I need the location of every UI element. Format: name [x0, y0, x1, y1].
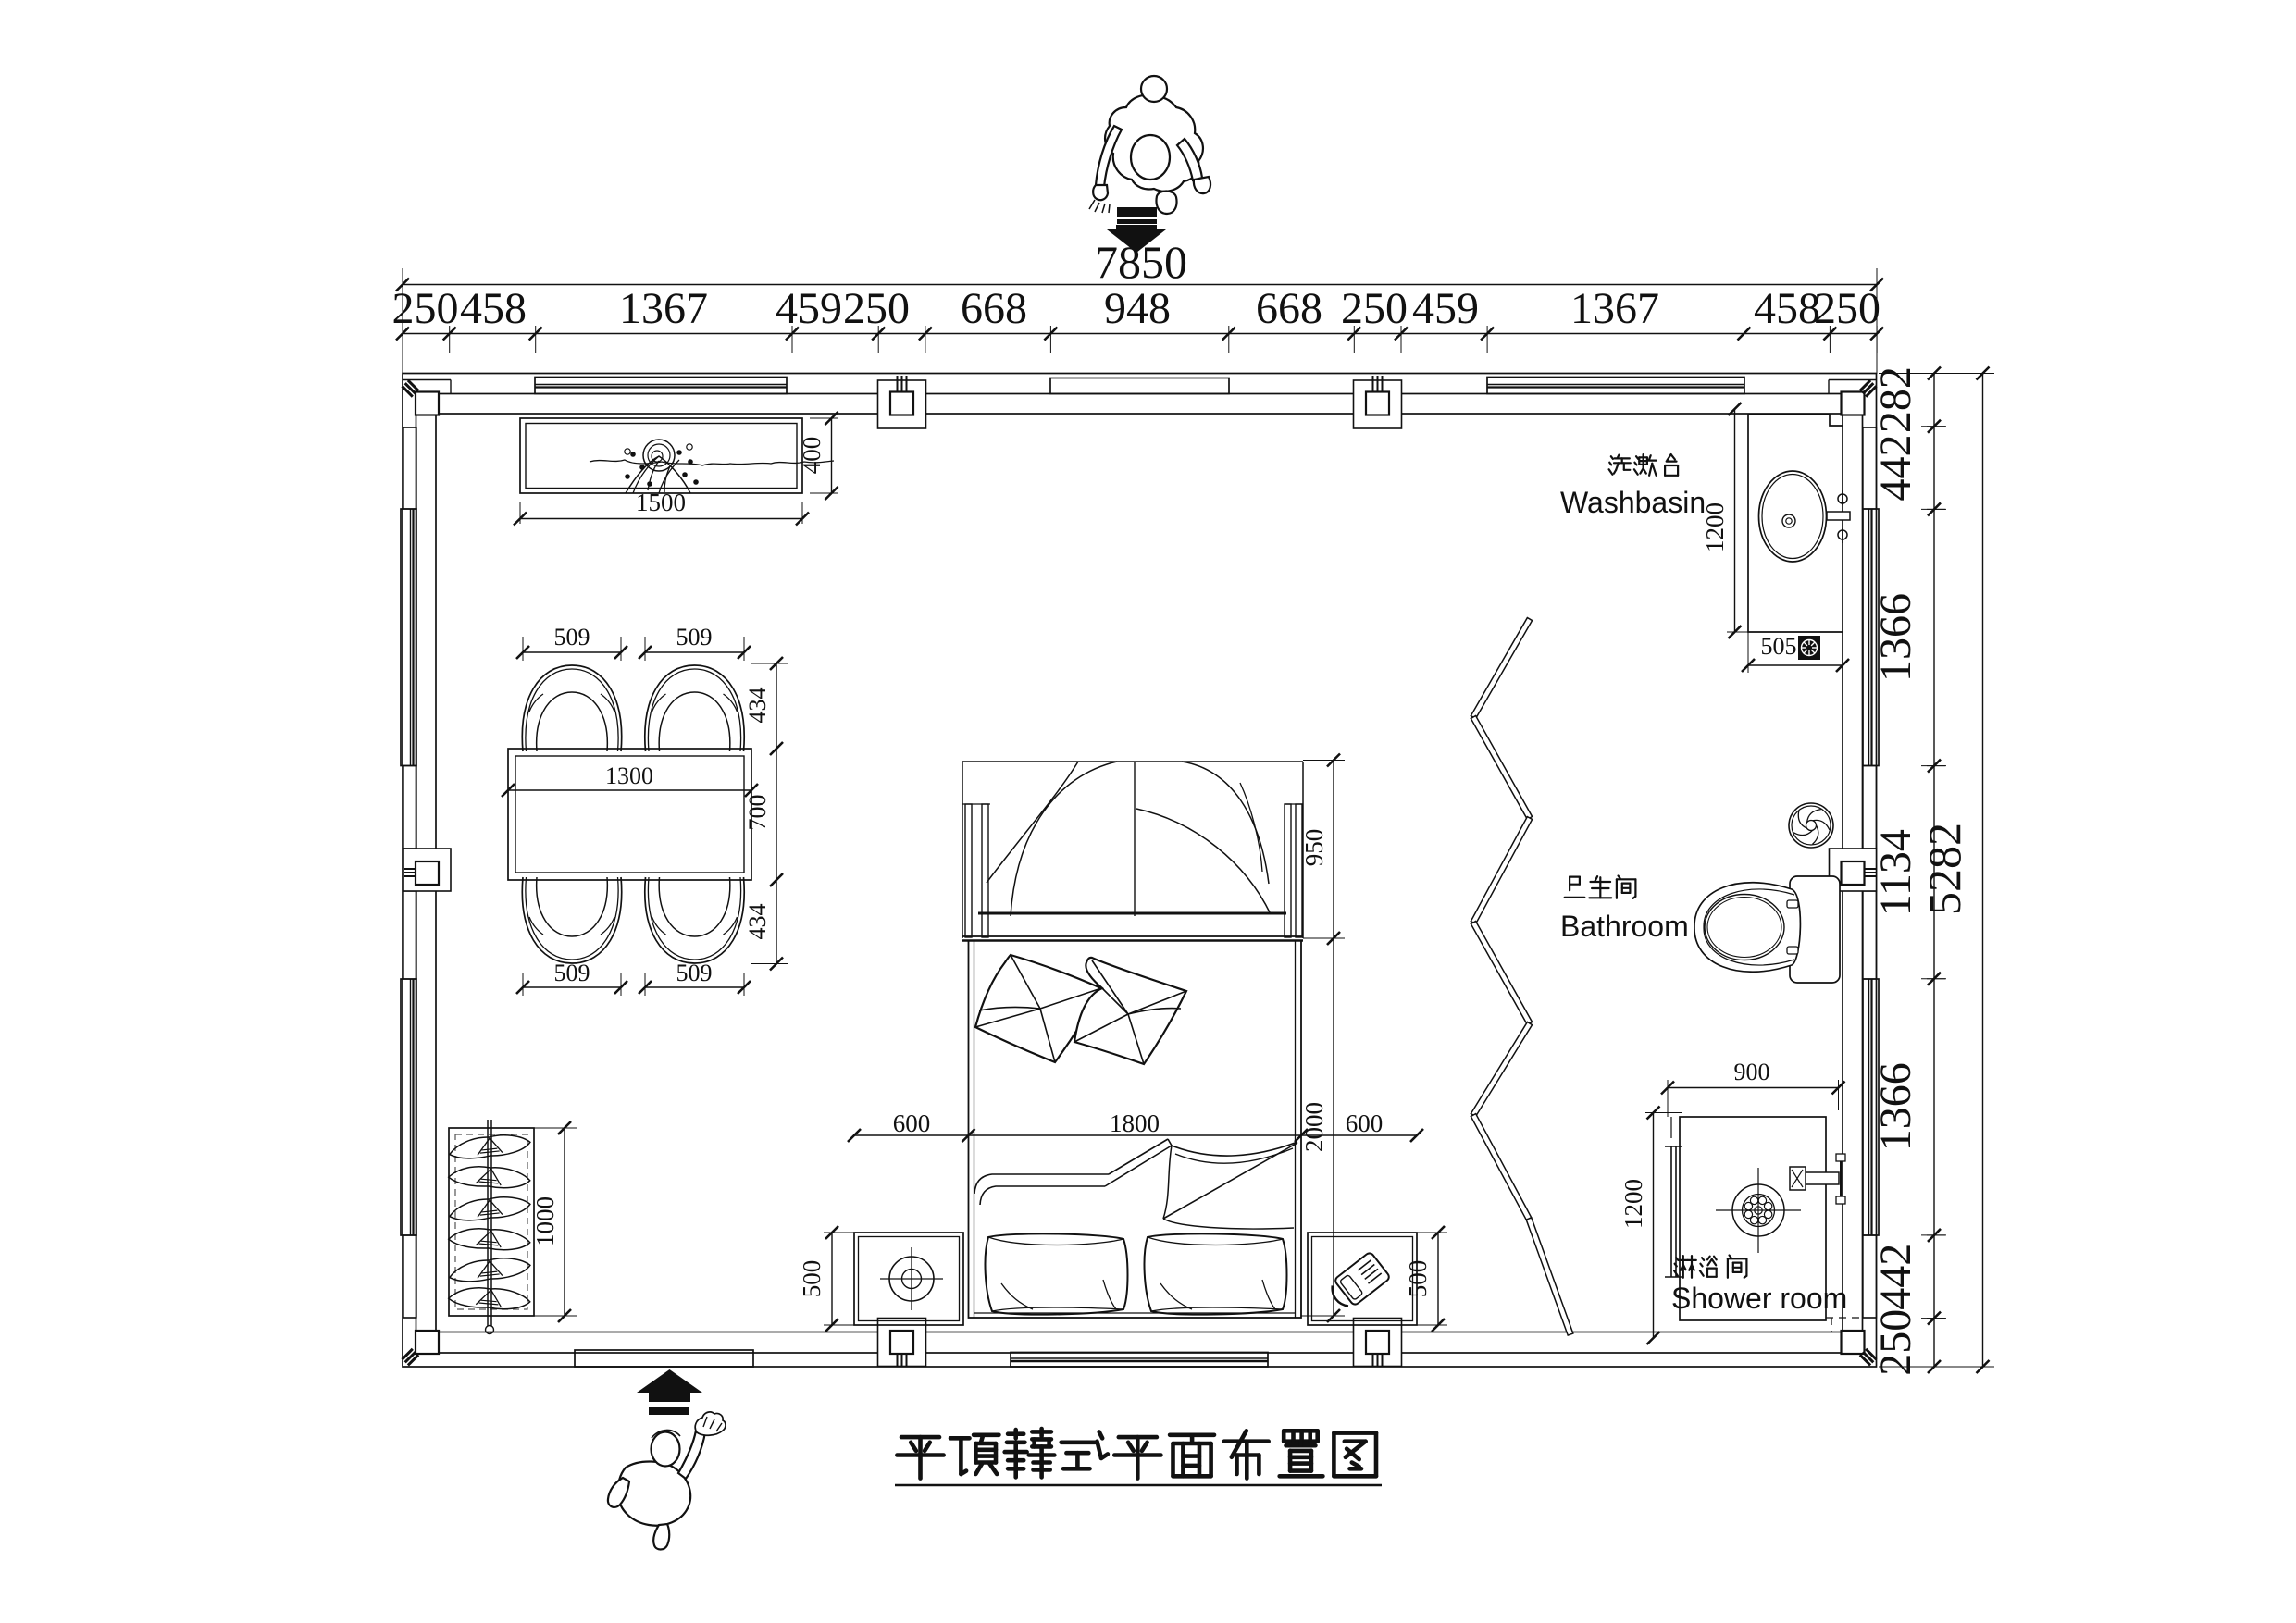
svg-text:458: 458	[1754, 284, 1820, 333]
svg-text:500: 500	[798, 1260, 825, 1298]
svg-text:1000: 1000	[531, 1196, 559, 1246]
svg-text:1200: 1200	[1701, 502, 1729, 552]
svg-text:600: 600	[1346, 1109, 1384, 1137]
svg-text:2000: 2000	[1300, 1102, 1328, 1152]
svg-text:400: 400	[798, 437, 825, 475]
svg-text:Shower room: Shower room	[1671, 1282, 1847, 1315]
svg-text:434: 434	[744, 688, 771, 724]
svg-text:Bathroom: Bathroom	[1560, 910, 1689, 943]
svg-text:1300: 1300	[605, 762, 653, 789]
svg-text:250: 250	[392, 284, 459, 333]
svg-text:1367: 1367	[619, 284, 708, 333]
svg-text:442: 442	[1871, 435, 1920, 502]
svg-text:434: 434	[744, 904, 771, 940]
svg-text:250: 250	[1871, 1309, 1920, 1376]
svg-text:500: 500	[1404, 1260, 1432, 1298]
svg-text:459: 459	[776, 284, 842, 333]
svg-text:458: 458	[460, 284, 527, 333]
svg-text:442: 442	[1871, 1244, 1920, 1310]
svg-text:250: 250	[1341, 284, 1408, 333]
svg-text:250: 250	[843, 284, 910, 333]
svg-text:Washbasin: Washbasin	[1560, 486, 1706, 519]
svg-text:509: 509	[676, 960, 713, 986]
svg-text:505: 505	[1761, 633, 1797, 660]
svg-text:668: 668	[961, 284, 1027, 333]
svg-text:509: 509	[554, 960, 590, 986]
svg-text:948: 948	[1104, 284, 1171, 333]
svg-text:250: 250	[1814, 284, 1880, 333]
svg-text:5282: 5282	[1918, 823, 1970, 915]
svg-text:900: 900	[1734, 1059, 1770, 1085]
svg-text:1366: 1366	[1871, 593, 1920, 682]
svg-text:950: 950	[1300, 829, 1328, 867]
svg-text:1200: 1200	[1620, 1179, 1647, 1229]
svg-text:459: 459	[1412, 284, 1479, 333]
svg-text:1800: 1800	[1110, 1109, 1160, 1137]
svg-text:509: 509	[554, 624, 590, 650]
svg-text:1367: 1367	[1570, 284, 1659, 333]
svg-text:509: 509	[676, 624, 713, 650]
svg-text:668: 668	[1256, 284, 1322, 333]
svg-text:1500: 1500	[636, 489, 686, 516]
svg-text:600: 600	[893, 1109, 931, 1137]
svg-text:1366: 1366	[1871, 1062, 1920, 1151]
svg-text:700: 700	[744, 795, 771, 831]
svg-text:282: 282	[1871, 366, 1920, 433]
svg-text:1134: 1134	[1871, 829, 1920, 916]
